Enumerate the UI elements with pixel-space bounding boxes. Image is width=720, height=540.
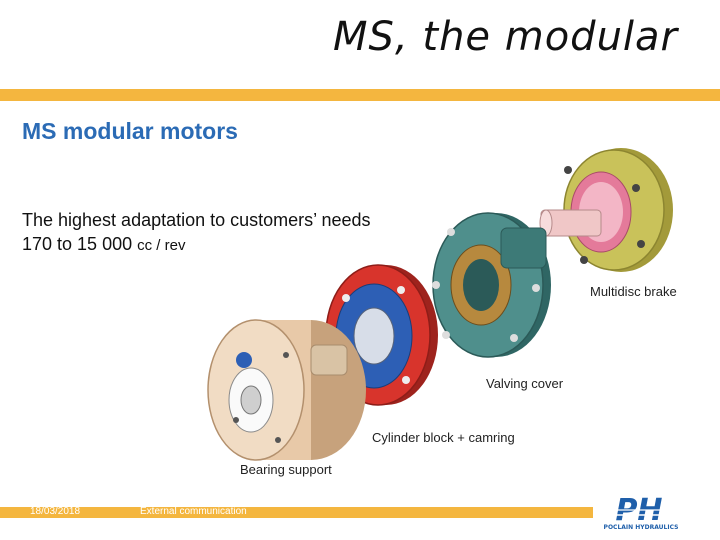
logo-caption: POCLAIN HYDRAULICS <box>604 524 679 531</box>
footer-date: 18/03/2018 <box>30 506 81 517</box>
displacement-unit: cc / rev <box>137 237 186 254</box>
body-line-2: 170 to 15 000 cc / rev <box>22 232 371 258</box>
valving-cover-part <box>432 212 551 358</box>
exploded-motor-figure: Multidisc brake Valving cover Cylinder b… <box>196 140 720 485</box>
label-cylinder-block: Cylinder block + camring <box>372 430 515 445</box>
label-bearing-support: Bearing support <box>240 462 332 477</box>
poclain-hydraulics-logo: PH POCLAIN HYDRAULICS <box>593 493 713 533</box>
displacement-range: 170 to 15 000 <box>22 234 138 254</box>
body-text: The highest adaptation to customers’ nee… <box>22 208 371 258</box>
slide-title: MS, the modular <box>333 14 678 60</box>
exploded-motor-illustration: Multidisc brake Valving cover Cylinder b… <box>207 148 677 477</box>
slide-subtitle: MS modular motors <box>22 118 238 144</box>
footer-label: External communication <box>140 506 247 517</box>
title-divider <box>0 89 720 101</box>
label-valving-cover: Valving cover <box>486 376 564 391</box>
footer-bar <box>0 507 593 518</box>
multidisc-brake-part <box>539 148 673 272</box>
cylinder-block-part <box>325 264 438 406</box>
label-multidisc-brake: Multidisc brake <box>590 284 677 299</box>
body-line-1: The highest adaptation to customers’ nee… <box>22 210 371 230</box>
bearing-support-part <box>207 319 366 461</box>
